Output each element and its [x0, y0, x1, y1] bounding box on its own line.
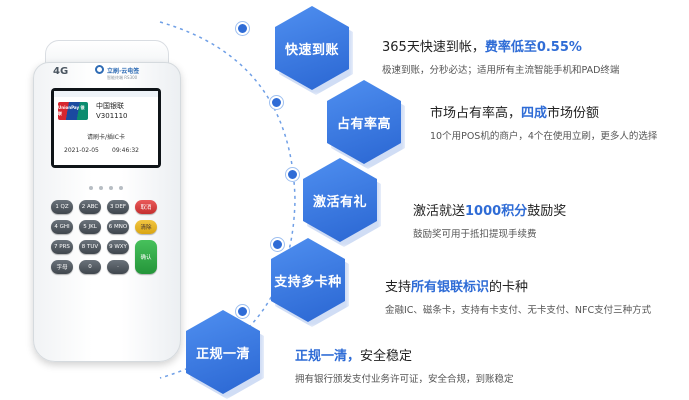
feature-licensed-clearing: 正规一清，安全稳定拥有银行颁发支付业务许可证，安全合规，到账稳定 — [295, 345, 514, 385]
keypad-key: 6 MNO — [107, 220, 129, 234]
feature-activation-reward: 激活就送1000积分鼓励奖鼓励奖可用于抵扣提现手续费 — [413, 200, 566, 240]
keypad-key: 3 DEF — [107, 200, 129, 214]
indicator-lights — [89, 186, 123, 190]
keypad-key: · — [107, 260, 129, 274]
feature-description: 10个用POS机的商户，4个在使用立刷，更多人的选择 — [430, 131, 658, 142]
pos-screen: UnionPay 银联 中国银联 V301110 请刷卡/插IC卡 2021-0… — [51, 88, 161, 168]
screen-prompt: 请刷卡/插IC卡 — [87, 134, 125, 141]
hex-fast-settlement: 快速到账 — [275, 6, 349, 90]
headline-text: 安全稳定 — [360, 349, 413, 364]
headline-highlight: 四成 — [521, 106, 548, 121]
feature-fast-settlement: 365天快速到帐，费率低至0.55% 极速到账，分秒必达；适用所有主流智能手机和P… — [382, 36, 619, 76]
headline-text: 365天快速到帐， — [382, 40, 485, 55]
keypad-key: 字母 — [51, 260, 73, 274]
feature-multi-card: 支持所有银联标识的卡种金融IC、磁条卡，支持有卡支付、无卡支付、NFC支付三种方… — [385, 276, 651, 316]
keypad-key: 7 PRS — [51, 240, 73, 254]
screen-date: 2021-02-05 — [64, 147, 99, 154]
headline-text: 支持 — [385, 280, 412, 295]
feature-description: 金融IC、磁条卡，支持有卡支付、无卡支付、NFC支付三种方式 — [385, 305, 652, 316]
headline-highlight: 1000积分 — [465, 204, 528, 219]
pos-terminal: 4G 立刷·云电签 智能终端 RS300 UnionPay 银联 中国银联 V3… — [33, 40, 181, 362]
keypad-key: 8 TUV — [79, 240, 101, 254]
keypad-key: 确认 — [135, 240, 157, 274]
headline-text: 激活就送 — [413, 204, 466, 219]
headline-text: 鼓励奖 — [527, 204, 567, 219]
unionpay-logo-icon: UnionPay 银联 — [58, 102, 88, 120]
brand-label: 立刷·云电签 — [107, 68, 140, 75]
screen-bank-name: 中国银联 — [96, 102, 124, 110]
hex-activation-reward: 激活有礼 — [303, 158, 377, 242]
feature-description: 极速到账，分秒必达；适用所有主流智能手机和PAD终端 — [382, 65, 620, 76]
headline-text: 市场份额 — [547, 106, 600, 121]
timeline-dot — [286, 168, 299, 181]
headline-highlight: 费率低至0.55% — [484, 40, 582, 55]
feature-description: 鼓励奖可用于抵扣提现手续费 — [413, 229, 537, 240]
keypad-key: 2 ABC — [79, 200, 101, 214]
feature-headline: 支持所有银联标识的卡种 — [385, 276, 651, 295]
feature-high-share: 市场占有率高，四成市场份额 10个用POS机的商户，4个在使用立刷，更多人的选择 — [430, 102, 657, 142]
hex-high-share: 占有率高 — [327, 80, 401, 164]
screen-time: 09:46:32 — [112, 147, 139, 154]
brand-subtitle: 智能终端 RS300 — [107, 75, 138, 80]
keypad-key: 0 — [79, 260, 101, 274]
feature-headline: 365天快速到帐，费率低至0.55% — [382, 36, 619, 55]
keypad: 1 QZ 2 ABC 3 DEF 取消 4 GHI 5 JKL 6 MNO 清除 7 PRS 8 … — [51, 200, 163, 274]
headline-highlight: 正规一清， — [295, 349, 361, 364]
keypad-key: 清除 — [135, 220, 157, 234]
timeline-dot — [270, 96, 283, 109]
feature-headline: 激活就送1000积分鼓励奖 — [413, 200, 566, 219]
keypad-key: 9 WXY — [107, 240, 129, 254]
brand-logo-icon — [95, 65, 104, 74]
keypad-key: 4 GHI — [51, 220, 73, 234]
feature-headline: 正规一清，安全稳定 — [295, 345, 514, 364]
hex-multi-card: 支持多卡种 — [271, 238, 345, 322]
feature-headline: 市场占有率高，四成市场份额 — [430, 102, 657, 121]
headline-text: 的卡种 — [489, 280, 529, 295]
network-label: 4G — [53, 66, 69, 77]
keypad-key: 5 JKL — [79, 220, 101, 234]
screen-terminal-code: V301110 — [96, 112, 128, 120]
keypad-key: 1 QZ — [51, 200, 73, 214]
timeline-dot — [236, 305, 249, 318]
headline-highlight: 所有银联标识 — [411, 280, 490, 295]
headline-text: 市场占有率高， — [430, 106, 522, 121]
timeline-dot — [236, 22, 249, 35]
screen-status-bar — [54, 91, 158, 97]
timeline-dot — [271, 238, 284, 251]
feature-description: 拥有银行颁发支付业务许可证，安全合规，到账稳定 — [295, 374, 514, 385]
keypad-key: 取消 — [135, 200, 157, 214]
